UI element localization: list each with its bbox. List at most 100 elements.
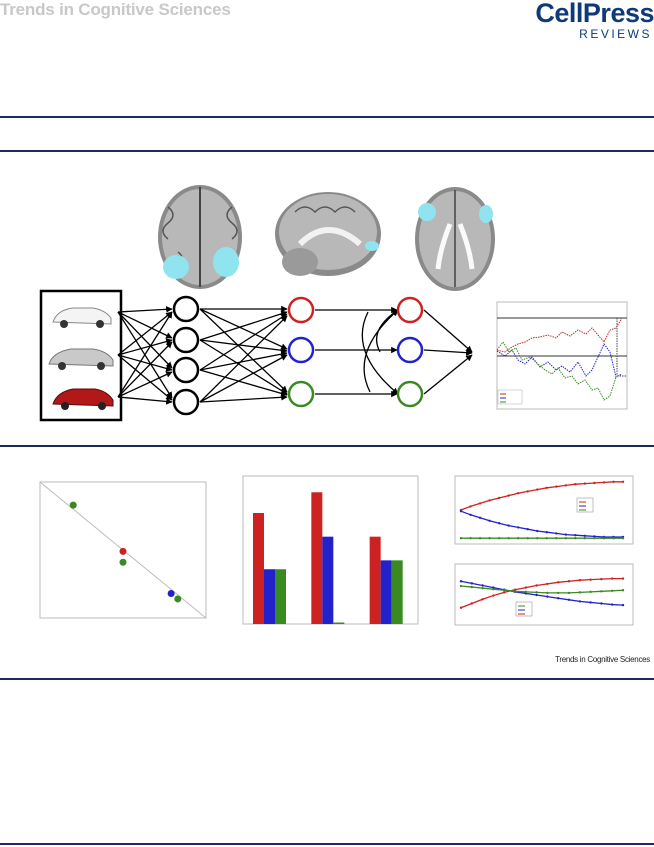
connections-hidden-to-output — [315, 306, 399, 398]
series-point-red-3 — [488, 499, 491, 502]
output-node-blue — [396, 336, 424, 364]
series-point-green-13 — [583, 537, 587, 540]
series-point-blue-1 — [470, 582, 473, 585]
series-point-green-9 — [557, 591, 560, 595]
series-line-green — [460, 585, 624, 594]
series-point-green-0 — [459, 537, 463, 540]
scatter-point-4 — [174, 595, 182, 603]
connections-output-to-readout — [423, 309, 473, 395]
series-point-green-2 — [481, 586, 484, 590]
hidden-layer — [287, 296, 424, 408]
series-point-red-7 — [535, 584, 538, 587]
hidden-node-green — [287, 380, 315, 408]
logo-main-text: CellPress — [535, 0, 654, 28]
input-node — [172, 356, 200, 384]
series-point-blue-6 — [516, 526, 520, 529]
series-point-blue-7 — [535, 593, 538, 597]
series-point-blue-9 — [545, 531, 548, 534]
series-point-blue-12 — [589, 601, 592, 604]
series-point-green-6 — [524, 590, 527, 594]
series-point-green-14 — [611, 589, 614, 592]
bottom-rule-1 — [0, 678, 654, 680]
series-point-blue-8 — [546, 595, 549, 598]
series-point-red-9 — [545, 486, 548, 489]
bar-green-2 — [333, 622, 345, 624]
connections-stimuli-to-input — [117, 306, 173, 405]
series-point-red-2 — [481, 598, 484, 601]
series-line-red — [460, 577, 623, 609]
scatter-plot — [39, 481, 207, 619]
input-node — [172, 326, 200, 354]
series-point-green-7 — [535, 591, 538, 594]
series-point-green-5 — [507, 537, 510, 540]
series-point-green-4 — [503, 589, 506, 592]
input-node — [172, 295, 200, 323]
series-line-red — [460, 481, 623, 511]
series-point-green-10 — [567, 591, 571, 595]
scatter-point-2 — [119, 558, 127, 566]
brain-sagittal-icon — [275, 192, 381, 276]
series-point-blue-11 — [564, 533, 568, 536]
bar-red-1 — [253, 513, 264, 624]
scatter-point-1 — [119, 547, 127, 555]
series-point-blue-13 — [600, 602, 603, 605]
series-point-green-15 — [621, 589, 625, 592]
series-point-red-0 — [459, 606, 463, 609]
series-point-green-14 — [593, 537, 596, 540]
series-point-red-12 — [574, 483, 577, 486]
series-point-green-12 — [574, 537, 577, 540]
series-point-green-0 — [459, 584, 463, 588]
series-point-blue-14 — [611, 603, 614, 606]
series-point-red-10 — [555, 485, 558, 488]
series-point-red-5 — [507, 494, 510, 497]
input-layer — [172, 295, 200, 416]
series-point-green-13 — [600, 590, 603, 593]
series-point-blue-4 — [497, 522, 501, 525]
series-point-red-1 — [470, 602, 473, 605]
top-rule-1 — [0, 116, 654, 118]
bar-blue-1 — [264, 569, 275, 624]
figure-credit: Trends in Cognitive Sciences — [555, 655, 650, 664]
white-car-icon — [52, 307, 112, 328]
output-node-red — [396, 296, 424, 324]
series-point-blue-2 — [478, 516, 482, 519]
bar-green-1 — [275, 569, 286, 624]
series-point-green-15 — [602, 537, 606, 540]
series-point-red-16 — [612, 480, 615, 483]
brain-axial-right-icon — [415, 187, 495, 291]
series-point-red-7 — [526, 490, 529, 493]
scatter-point-0 — [69, 501, 77, 509]
series-point-red-1 — [469, 505, 472, 508]
line-bottom-frame — [454, 563, 634, 626]
series-point-red-8 — [546, 582, 549, 586]
bar-red-3 — [369, 536, 381, 624]
series-point-red-10 — [567, 580, 571, 583]
cellpress-logo: CellPress REVIEWS — [524, 0, 654, 40]
series-point-blue-8 — [536, 529, 539, 533]
series-point-red-6 — [516, 492, 520, 495]
hidden-node-blue — [287, 336, 315, 364]
series-point-blue-5 — [507, 524, 510, 527]
red-car-icon — [52, 388, 114, 410]
series-point-blue-15 — [621, 603, 625, 607]
series-point-green-1 — [469, 537, 472, 540]
line-chart-bottom — [459, 577, 625, 609]
series-point-red-4 — [497, 496, 501, 500]
series-point-blue-3 — [488, 519, 491, 522]
series-point-red-11 — [564, 484, 568, 487]
figure-top — [39, 185, 628, 422]
hidden-node-red — [287, 296, 315, 324]
series-point-green-8 — [536, 537, 539, 540]
series-point-green-7 — [526, 537, 529, 540]
timeseries-panel — [496, 301, 628, 410]
series-point-green-1 — [470, 585, 473, 589]
series-point-blue-14 — [593, 535, 596, 538]
bar-blue-2 — [322, 536, 334, 624]
series-point-red-4 — [503, 591, 506, 594]
scatter-point-3 — [167, 590, 175, 598]
bar-blue-3 — [380, 560, 392, 624]
series-point-green-3 — [492, 588, 495, 591]
series-point-red-3 — [492, 594, 495, 597]
series-point-blue-2 — [481, 584, 484, 587]
brain-axial-left-icon — [158, 185, 242, 289]
